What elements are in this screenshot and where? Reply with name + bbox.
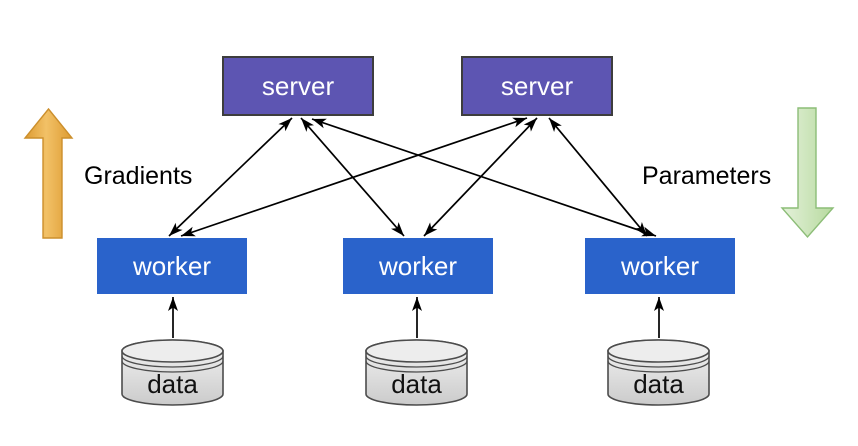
edge-server1-worker3 [311,118,657,237]
gradients-up-arrow-icon [23,107,74,239]
data-label: data [391,369,442,399]
worker-node-1: worker [97,238,247,294]
worker-box [97,238,247,294]
data-cylinder-ridges [607,355,710,373]
worker-box [585,238,735,294]
gradients-label: Gradients [84,162,192,190]
worker-node-2: worker [343,238,493,294]
worker-label: worker [378,251,457,281]
server-label: server [501,71,574,101]
data-cylinder-top [121,339,224,363]
worker-node-3: worker [585,238,735,294]
server-worker-edges [168,117,657,237]
data-node-3: data [607,339,710,406]
data-cylinder-top [365,339,468,363]
worker-box [343,238,493,294]
parameters-annotation: Parameters [642,107,835,239]
gradients-annotation: Gradients [23,107,192,239]
edge-server2-worker3 [548,117,648,237]
data-label: data [147,369,198,399]
data-node-1: data [121,339,224,406]
edge-server2-worker2 [423,117,538,237]
data-worker-edges [168,297,664,338]
server-box [222,56,374,116]
parameters-label: Parameters [642,162,771,190]
server-node-1: server [222,56,374,116]
worker-label: worker [620,251,699,281]
data-node-2: data [365,339,468,406]
data-cylinder-ridges [121,355,224,373]
data-cylinder-top [607,339,710,363]
server-label: server [262,71,335,101]
server-node-2: server [461,56,613,116]
data-cylinder-ridges [365,355,468,373]
data-label: data [633,369,684,399]
server-box [461,56,613,116]
worker-label: worker [132,251,211,281]
parameters-down-arrow-icon [780,107,835,239]
edge-server2-worker1 [180,117,528,237]
